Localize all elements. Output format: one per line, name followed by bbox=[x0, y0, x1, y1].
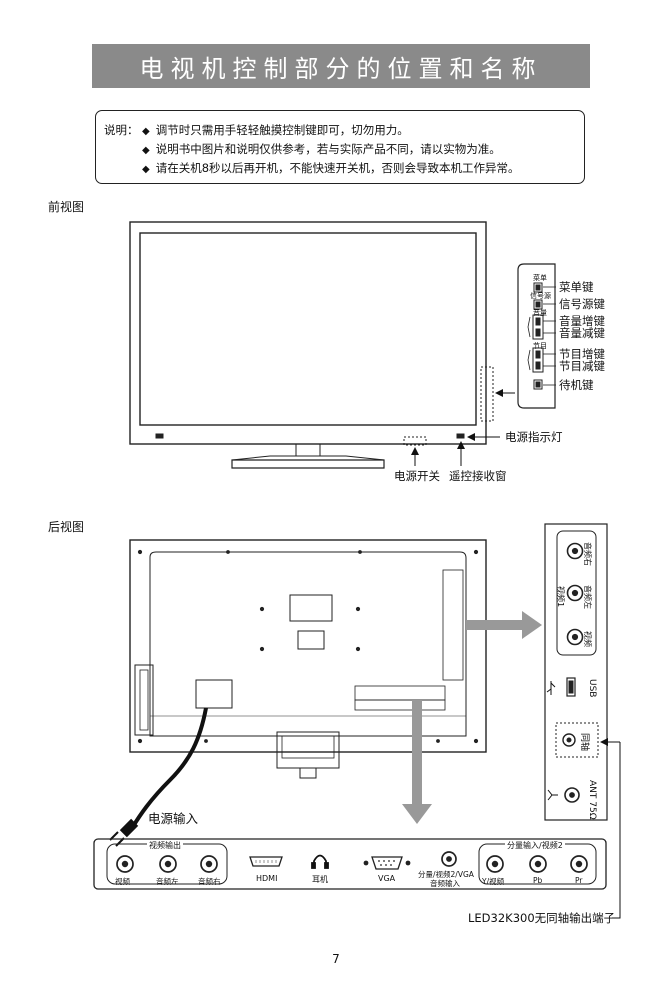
vga-label: VGA bbox=[378, 874, 396, 883]
volume-down-key-label: 音量减键 bbox=[559, 326, 605, 340]
menu-key-tiny-label: 菜单 bbox=[533, 274, 547, 282]
side-port-panel bbox=[544, 523, 608, 821]
channel-down-key-label: 节目减键 bbox=[559, 359, 605, 373]
diamond-bullet-icon: ◆ bbox=[142, 164, 150, 175]
y-video-label: Y/视频 bbox=[482, 877, 505, 886]
tv-rear bbox=[129, 539, 487, 779]
power-plug-icon bbox=[109, 818, 139, 847]
model-note: LED32K300无同轴输出端子 bbox=[468, 911, 616, 925]
hdmi-label: HDMI bbox=[256, 874, 278, 883]
component-audio-label-2: 音频输入 bbox=[430, 879, 460, 888]
earphone-label: 耳机 bbox=[312, 875, 328, 884]
volume-up-key-label: 音量增键 bbox=[559, 314, 605, 328]
page-number: 7 bbox=[332, 952, 340, 966]
av-out-video-label: 视频 bbox=[115, 877, 130, 886]
tv-front bbox=[129, 221, 494, 469]
front-view-heading: 前视图 bbox=[48, 200, 85, 214]
vga-port-icon bbox=[363, 856, 411, 870]
av-out-audio-right-label: 音频右 bbox=[198, 877, 221, 886]
source-key-label: 信号源键 bbox=[559, 297, 605, 311]
menu-key-label: 菜单键 bbox=[559, 280, 594, 294]
pb-label: Pb bbox=[533, 876, 543, 885]
source-key-tiny-label: 信号源 bbox=[530, 292, 551, 300]
component-group-label: 分量输入/视频2 bbox=[505, 840, 565, 851]
note-text: 调节时只需用手轻轻触摸控制键即可，切勿用力。 bbox=[155, 123, 409, 137]
diamond-bullet-icon: ◆ bbox=[142, 145, 150, 156]
hdmi-port-icon bbox=[255, 860, 277, 863]
channel-up-key-label: 节目增键 bbox=[559, 347, 605, 361]
power-indicator-label: 电源指示灯 bbox=[505, 430, 563, 444]
power-input-label: 电源输入 bbox=[148, 811, 199, 826]
usb-icon bbox=[546, 681, 556, 695]
gray-arrow-right-icon bbox=[466, 611, 542, 639]
diamond-bullet-icon: ◆ bbox=[142, 126, 150, 137]
volume-key-tiny-label: 音量 bbox=[533, 309, 547, 317]
coaxial-label: 同轴 bbox=[579, 733, 589, 752]
headphone-icon bbox=[311, 854, 329, 869]
bottom-port-panel bbox=[93, 838, 607, 890]
side-video-label: 视频 bbox=[583, 631, 592, 647]
note-text: 请在关机8秒以后再开机，不能快速开关机，否则会导致本机工作异常。 bbox=[155, 161, 520, 175]
notes-lead: 说明： bbox=[104, 123, 139, 137]
av-out-audio-left-label: 音频左 bbox=[156, 877, 179, 886]
control-key-panel bbox=[517, 263, 556, 409]
note-item: ◆ 调节时只需用手轻轻触摸控制键即可，切勿用力。 bbox=[142, 121, 409, 141]
power-switch-label: 电源开关 bbox=[394, 469, 440, 483]
channel-key-tiny-label: 节目 bbox=[533, 342, 547, 350]
note-item: ◆ 说明书中图片和说明仅供参考，若与实际产品不同，请以实物为准。 bbox=[142, 140, 501, 160]
note-item: ◆ 请在关机8秒以后再开机，不能快速开关机，否则会导致本机工作异常。 bbox=[142, 159, 520, 179]
usb-label: USB bbox=[587, 679, 597, 698]
antenna-icon bbox=[547, 789, 558, 801]
component-audio-label-1: 分量/视频2/VGA bbox=[418, 870, 474, 879]
pr-label: Pr bbox=[575, 876, 583, 885]
standby-key-label: 待机键 bbox=[559, 378, 594, 392]
antenna-label: ANT 75Ω bbox=[587, 780, 597, 820]
note-text: 说明书中图片和说明仅供参考，若与实际产品不同，请以实物为准。 bbox=[155, 142, 501, 156]
side-audio-right-label: 音频右 bbox=[583, 542, 592, 566]
rear-view-heading: 后视图 bbox=[48, 520, 85, 534]
page-title: 电视机控制部分的位置和名称 bbox=[92, 44, 590, 88]
remote-window-label: 遥控接收窗 bbox=[449, 469, 507, 483]
av-out-group-label: 视频输出 bbox=[147, 840, 183, 851]
gray-arrow-down-icon bbox=[402, 700, 432, 824]
notes-box: 说明： ◆ 调节时只需用手轻轻触摸控制键即可，切勿用力。 ◆ 说明书中图片和说明仅供… bbox=[95, 110, 585, 184]
side-video1-label: 视频1 bbox=[556, 586, 565, 608]
side-audio-left-label: 音频左 bbox=[583, 585, 592, 609]
